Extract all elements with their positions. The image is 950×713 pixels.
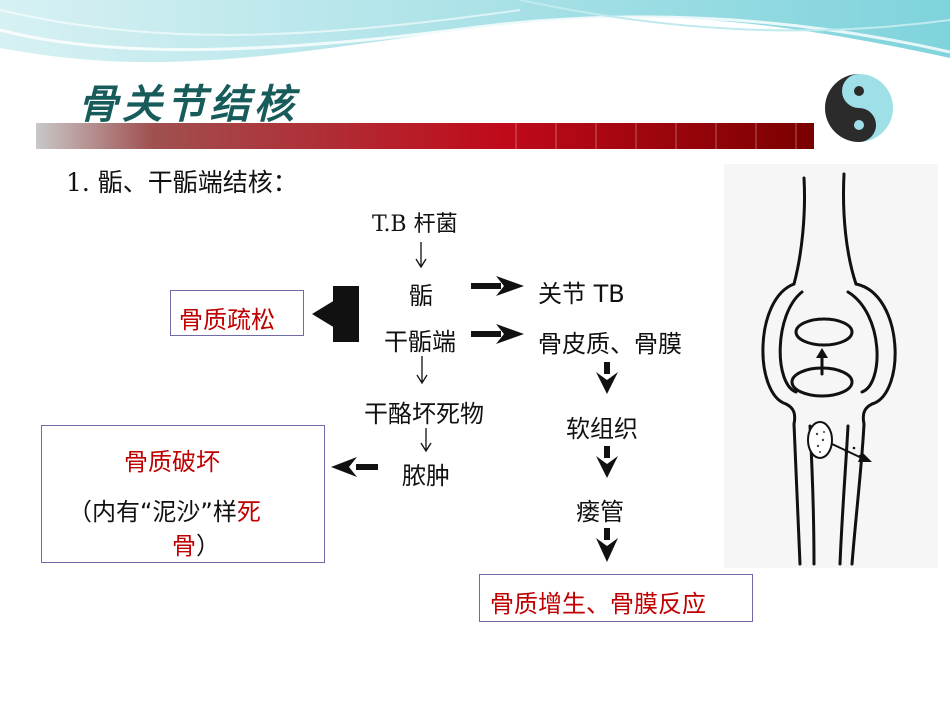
- destruction-box: 骨质破坏 （内有“泥沙”样死 骨）: [41, 425, 325, 563]
- node-caseous-necrosis: 干酪坏死物: [364, 400, 484, 428]
- destruction-note-text: （内有“泥沙”样: [68, 498, 237, 526]
- bold-right-arrows: [471, 276, 524, 344]
- node-abscess: 脓肿: [402, 462, 450, 490]
- thin-arrows: [415, 242, 432, 453]
- node-bone-destruction: 骨质破坏: [124, 448, 220, 476]
- node-metaphysis: 干骺端: [384, 328, 456, 356]
- destruction-note-dead: 死: [236, 498, 261, 526]
- page-title: 骨关节结核: [78, 82, 298, 128]
- osteoporosis-box: 骨质疏松: [170, 290, 304, 336]
- node-proliferation: 骨质增生、骨膜反应: [490, 590, 706, 618]
- node-epiphysis: 骺: [409, 282, 433, 310]
- title-underline-bar: [36, 123, 814, 149]
- destruction-note: （内有“泥沙”样死: [68, 492, 261, 527]
- node-osteoporosis: 骨质疏松: [179, 306, 275, 334]
- header-wave-decoration: [0, 0, 950, 63]
- proliferation-box: 骨质增生、骨膜反应: [479, 574, 753, 622]
- yin-yang-icon: [825, 74, 893, 142]
- node-joint-tb: 关节 TB: [538, 280, 625, 308]
- section-subtitle: 1. 骺、干骺端结核：: [66, 168, 298, 197]
- node-sinus: 瘘管: [576, 498, 624, 526]
- destruction-note-close: ）: [196, 532, 220, 560]
- node-cortex-periosteum: 骨皮质、骨膜: [538, 330, 682, 358]
- destruction-note-line2: 骨）: [172, 526, 220, 561]
- bold-down-arrows: [596, 362, 618, 562]
- bone-illustration: [724, 164, 938, 568]
- node-soft-tissue: 软组织: [566, 415, 638, 443]
- node-tb-bacillus: T.B 杆菌: [372, 212, 458, 237]
- left-arrow-destruction: [331, 457, 378, 477]
- destruction-note-bone: 骨: [172, 532, 196, 560]
- block-arrow-osteoporosis: [312, 286, 359, 342]
